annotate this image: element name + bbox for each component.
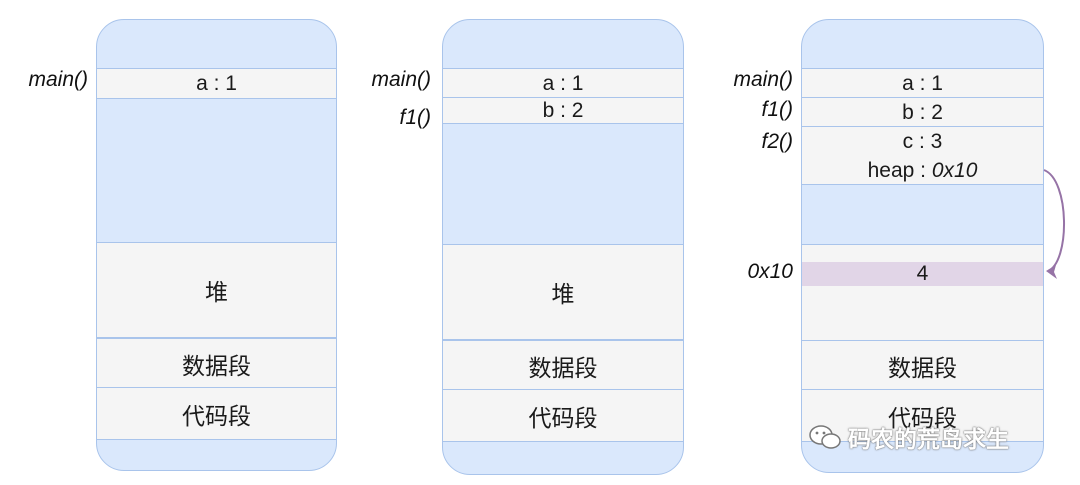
cell-code-segment: 代码段 bbox=[97, 387, 336, 440]
watermark: 码农的荒岛求生 bbox=[808, 420, 1009, 454]
label-main: main() bbox=[28, 68, 88, 91]
memory-column-3: a : 1 b : 2 c : 3 heap : 0x10 4 数据段 代码段 bbox=[801, 19, 1044, 473]
cell-data-segment: 数据段 bbox=[443, 340, 683, 390]
cell-a: a : 1 bbox=[802, 68, 1043, 98]
cell-data-segment: 数据段 bbox=[97, 338, 336, 388]
watermark-text: 码农的荒岛求生 bbox=[848, 426, 1009, 452]
cell-f2-frame: c : 3 heap : 0x10 bbox=[802, 126, 1043, 185]
label-f1: f1() bbox=[399, 106, 432, 129]
cell-a: a : 1 bbox=[443, 68, 683, 98]
cell-b: b : 2 bbox=[802, 97, 1043, 127]
cell-code-segment: 代码段 bbox=[802, 389, 1043, 442]
cell-a: a : 1 bbox=[97, 68, 336, 99]
label-address-0x10: 0x10 bbox=[747, 260, 793, 283]
cell-c: c : 3 bbox=[902, 129, 943, 153]
label-main: main() bbox=[733, 68, 793, 91]
label-f2: f2() bbox=[761, 130, 794, 153]
heap-cell-0x10: 4 bbox=[802, 262, 1043, 286]
label-main: main() bbox=[371, 68, 431, 91]
cell-heap-pointer: heap : 0x10 bbox=[867, 158, 978, 182]
wechat-icon bbox=[809, 425, 841, 449]
cell-b: b : 2 bbox=[443, 97, 683, 124]
cell-code-segment: 代码段 bbox=[443, 389, 683, 442]
memory-column-2: a : 1 b : 2 堆 数据段 代码段 bbox=[442, 19, 684, 475]
memory-column-1: a : 1 堆 数据段 代码段 bbox=[96, 19, 337, 471]
heap-area: 4 bbox=[802, 244, 1043, 340]
cell-heap: 堆 bbox=[443, 244, 683, 340]
cell-heap: 堆 bbox=[97, 242, 336, 338]
cell-data-segment: 数据段 bbox=[802, 340, 1043, 390]
label-f1: f1() bbox=[761, 98, 794, 121]
